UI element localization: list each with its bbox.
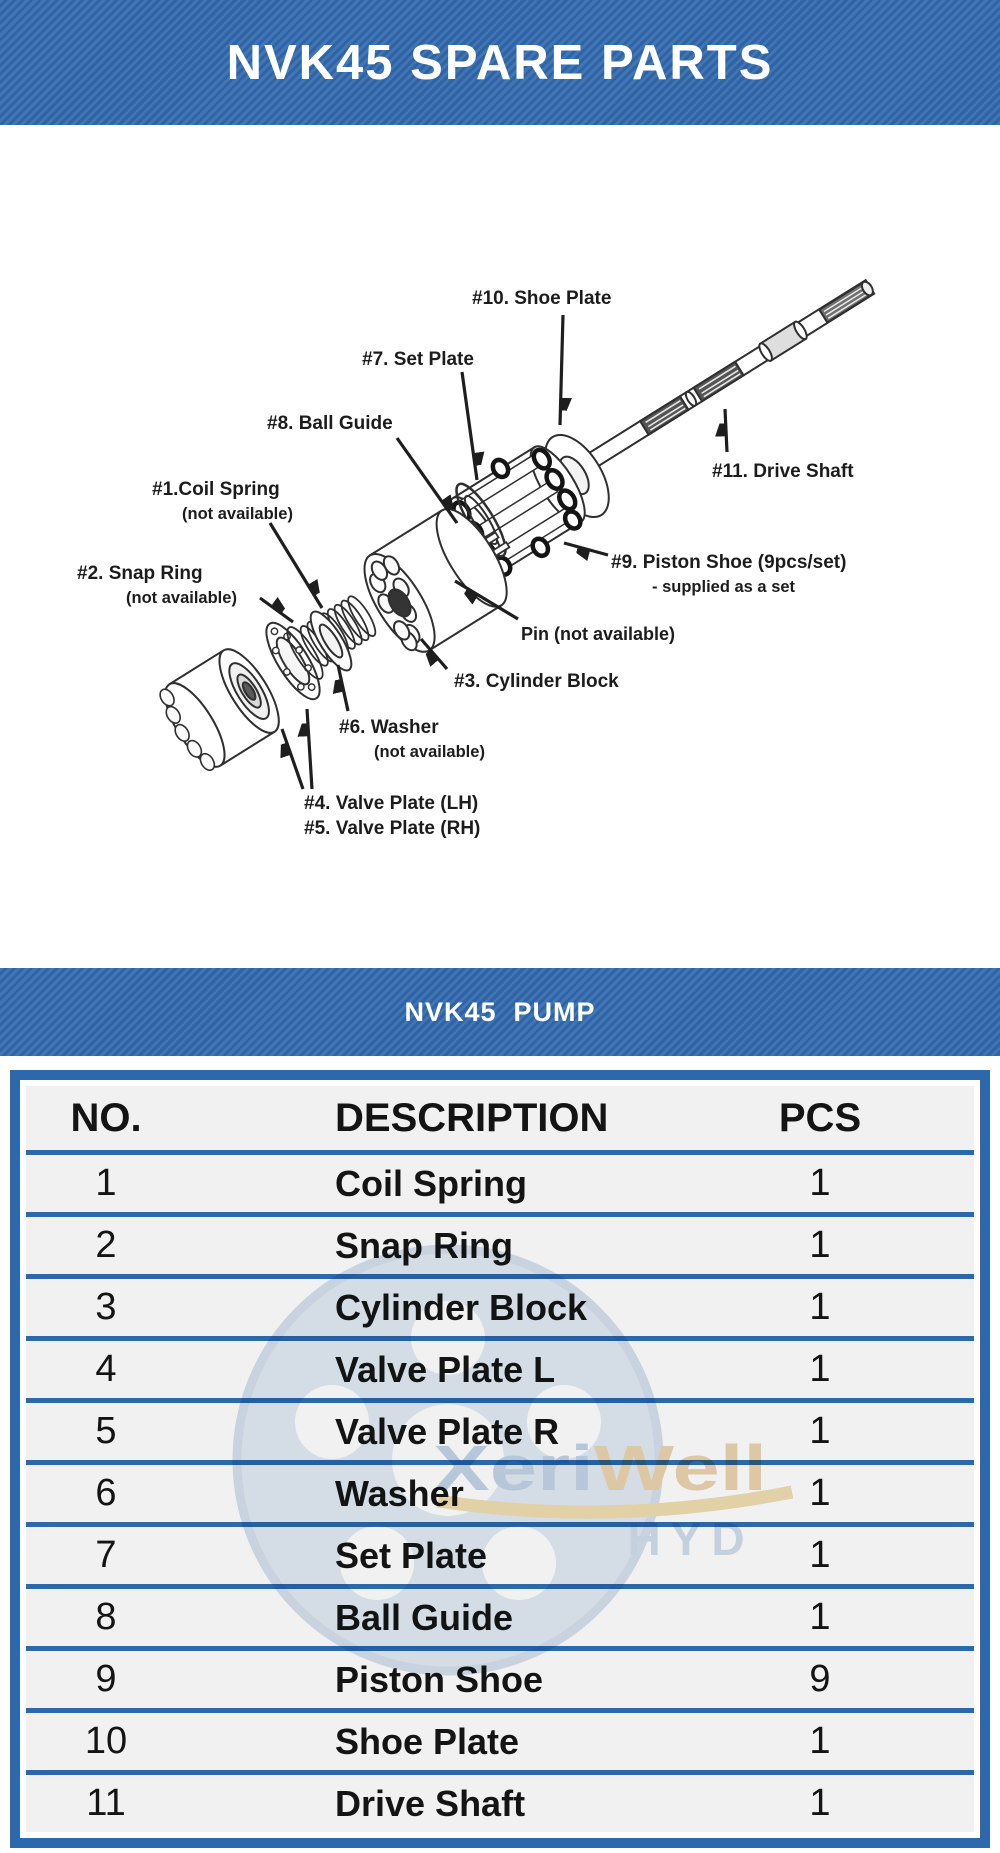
table-row: 3 Cylinder Block 1: [26, 1274, 974, 1336]
arrow-ball-guide: [395, 437, 459, 524]
label-coil-spring: #1.Coil Spring (not available): [152, 479, 293, 523]
table-row: 9 Piston Shoe 9: [26, 1646, 974, 1708]
table-header-row: NO. DESCRIPTION PCS: [26, 1086, 974, 1150]
parts-diagram: #10. Shoe Plate #7. Set Plate #8. Ball G…: [0, 125, 1000, 968]
exploded-view-drawing: [159, 278, 876, 790]
parts-table: NO. DESCRIPTION PCS 1 Coil Spring 1 2 Sn…: [10, 1070, 990, 1848]
piston-shoe-cluster-part: [448, 445, 586, 577]
arrow-piston-shoe: [563, 541, 609, 555]
bearing-part: [159, 648, 280, 772]
table-section: NO. DESCRIPTION PCS 1 Coil Spring 1 2 Sn…: [10, 1070, 990, 1848]
pump-banner: NVK45 PUMP: [0, 968, 1000, 1056]
col-header-no: NO.: [70, 1095, 142, 1140]
arrow-snap-ring: [259, 596, 294, 624]
label-drive-shaft: #11. Drive Shaft: [712, 461, 854, 482]
arrow-drive-shaft: [725, 408, 729, 453]
header-banner: NVK45 SPARE PARTS: [0, 0, 1000, 125]
snap-ring-part: [286, 626, 324, 680]
washer-part: [309, 610, 353, 672]
label-ball-guide: #8. Ball Guide: [267, 413, 393, 434]
arrow-valve-plate-1: [282, 728, 305, 790]
drive-shaft-part: [566, 278, 876, 481]
table-row: 8 Ball Guide 1: [26, 1584, 974, 1646]
arrow-set-plate: [460, 371, 477, 481]
col-header-description: DESCRIPTION: [335, 1095, 609, 1140]
label-pin: Pin (not available): [521, 624, 676, 644]
cylinder-block-part: [363, 507, 508, 653]
label-set-plate: #7. Set Plate: [362, 349, 474, 370]
label-shoe-plate: #10. Shoe Plate: [472, 288, 612, 309]
table-row: 4 Valve Plate L 1: [26, 1336, 974, 1398]
table-row: 5 Valve Plate R 1: [26, 1398, 974, 1460]
arrow-pin: [454, 579, 519, 621]
label-piston-shoe: #9. Piston Shoe (9pcs/set) - supplied as…: [611, 552, 847, 596]
arrow-shoe-plate: [558, 314, 563, 426]
label-valve-plate-rh: #5. Valve Plate (RH): [304, 818, 481, 839]
table-row: 7 Set Plate 1: [26, 1522, 974, 1584]
page-title: NVK45 SPARE PARTS: [226, 35, 774, 90]
arrow-washer: [338, 664, 350, 712]
table-row: 11 Drive Shaft 1: [26, 1770, 974, 1832]
label-cylinder-block: #3. Cylinder Block: [454, 671, 619, 692]
table-row: 6 Washer 1: [26, 1460, 974, 1522]
col-header-pcs: PCS: [778, 1095, 862, 1140]
label-snap-ring: #2. Snap Ring (not available): [77, 563, 237, 607]
arrow-cylinder-block: [419, 637, 449, 671]
valve-plate-ring-part: [265, 621, 321, 701]
arrow-coil-spring: [268, 522, 324, 609]
pump-banner-title: NVK45 PUMP: [404, 996, 596, 1027]
arrow-valve-plate-2: [307, 708, 314, 790]
label-valve-plate-lh: #4. Valve Plate (LH): [304, 793, 479, 814]
label-washer: #6. Washer (not available): [339, 717, 485, 761]
leader-arrows: [259, 314, 729, 790]
table-row: 10 Shoe Plate 1: [26, 1708, 974, 1770]
table-row: 1 Coil Spring 1: [26, 1150, 974, 1212]
table-row: 2 Snap Ring 1: [26, 1212, 974, 1274]
